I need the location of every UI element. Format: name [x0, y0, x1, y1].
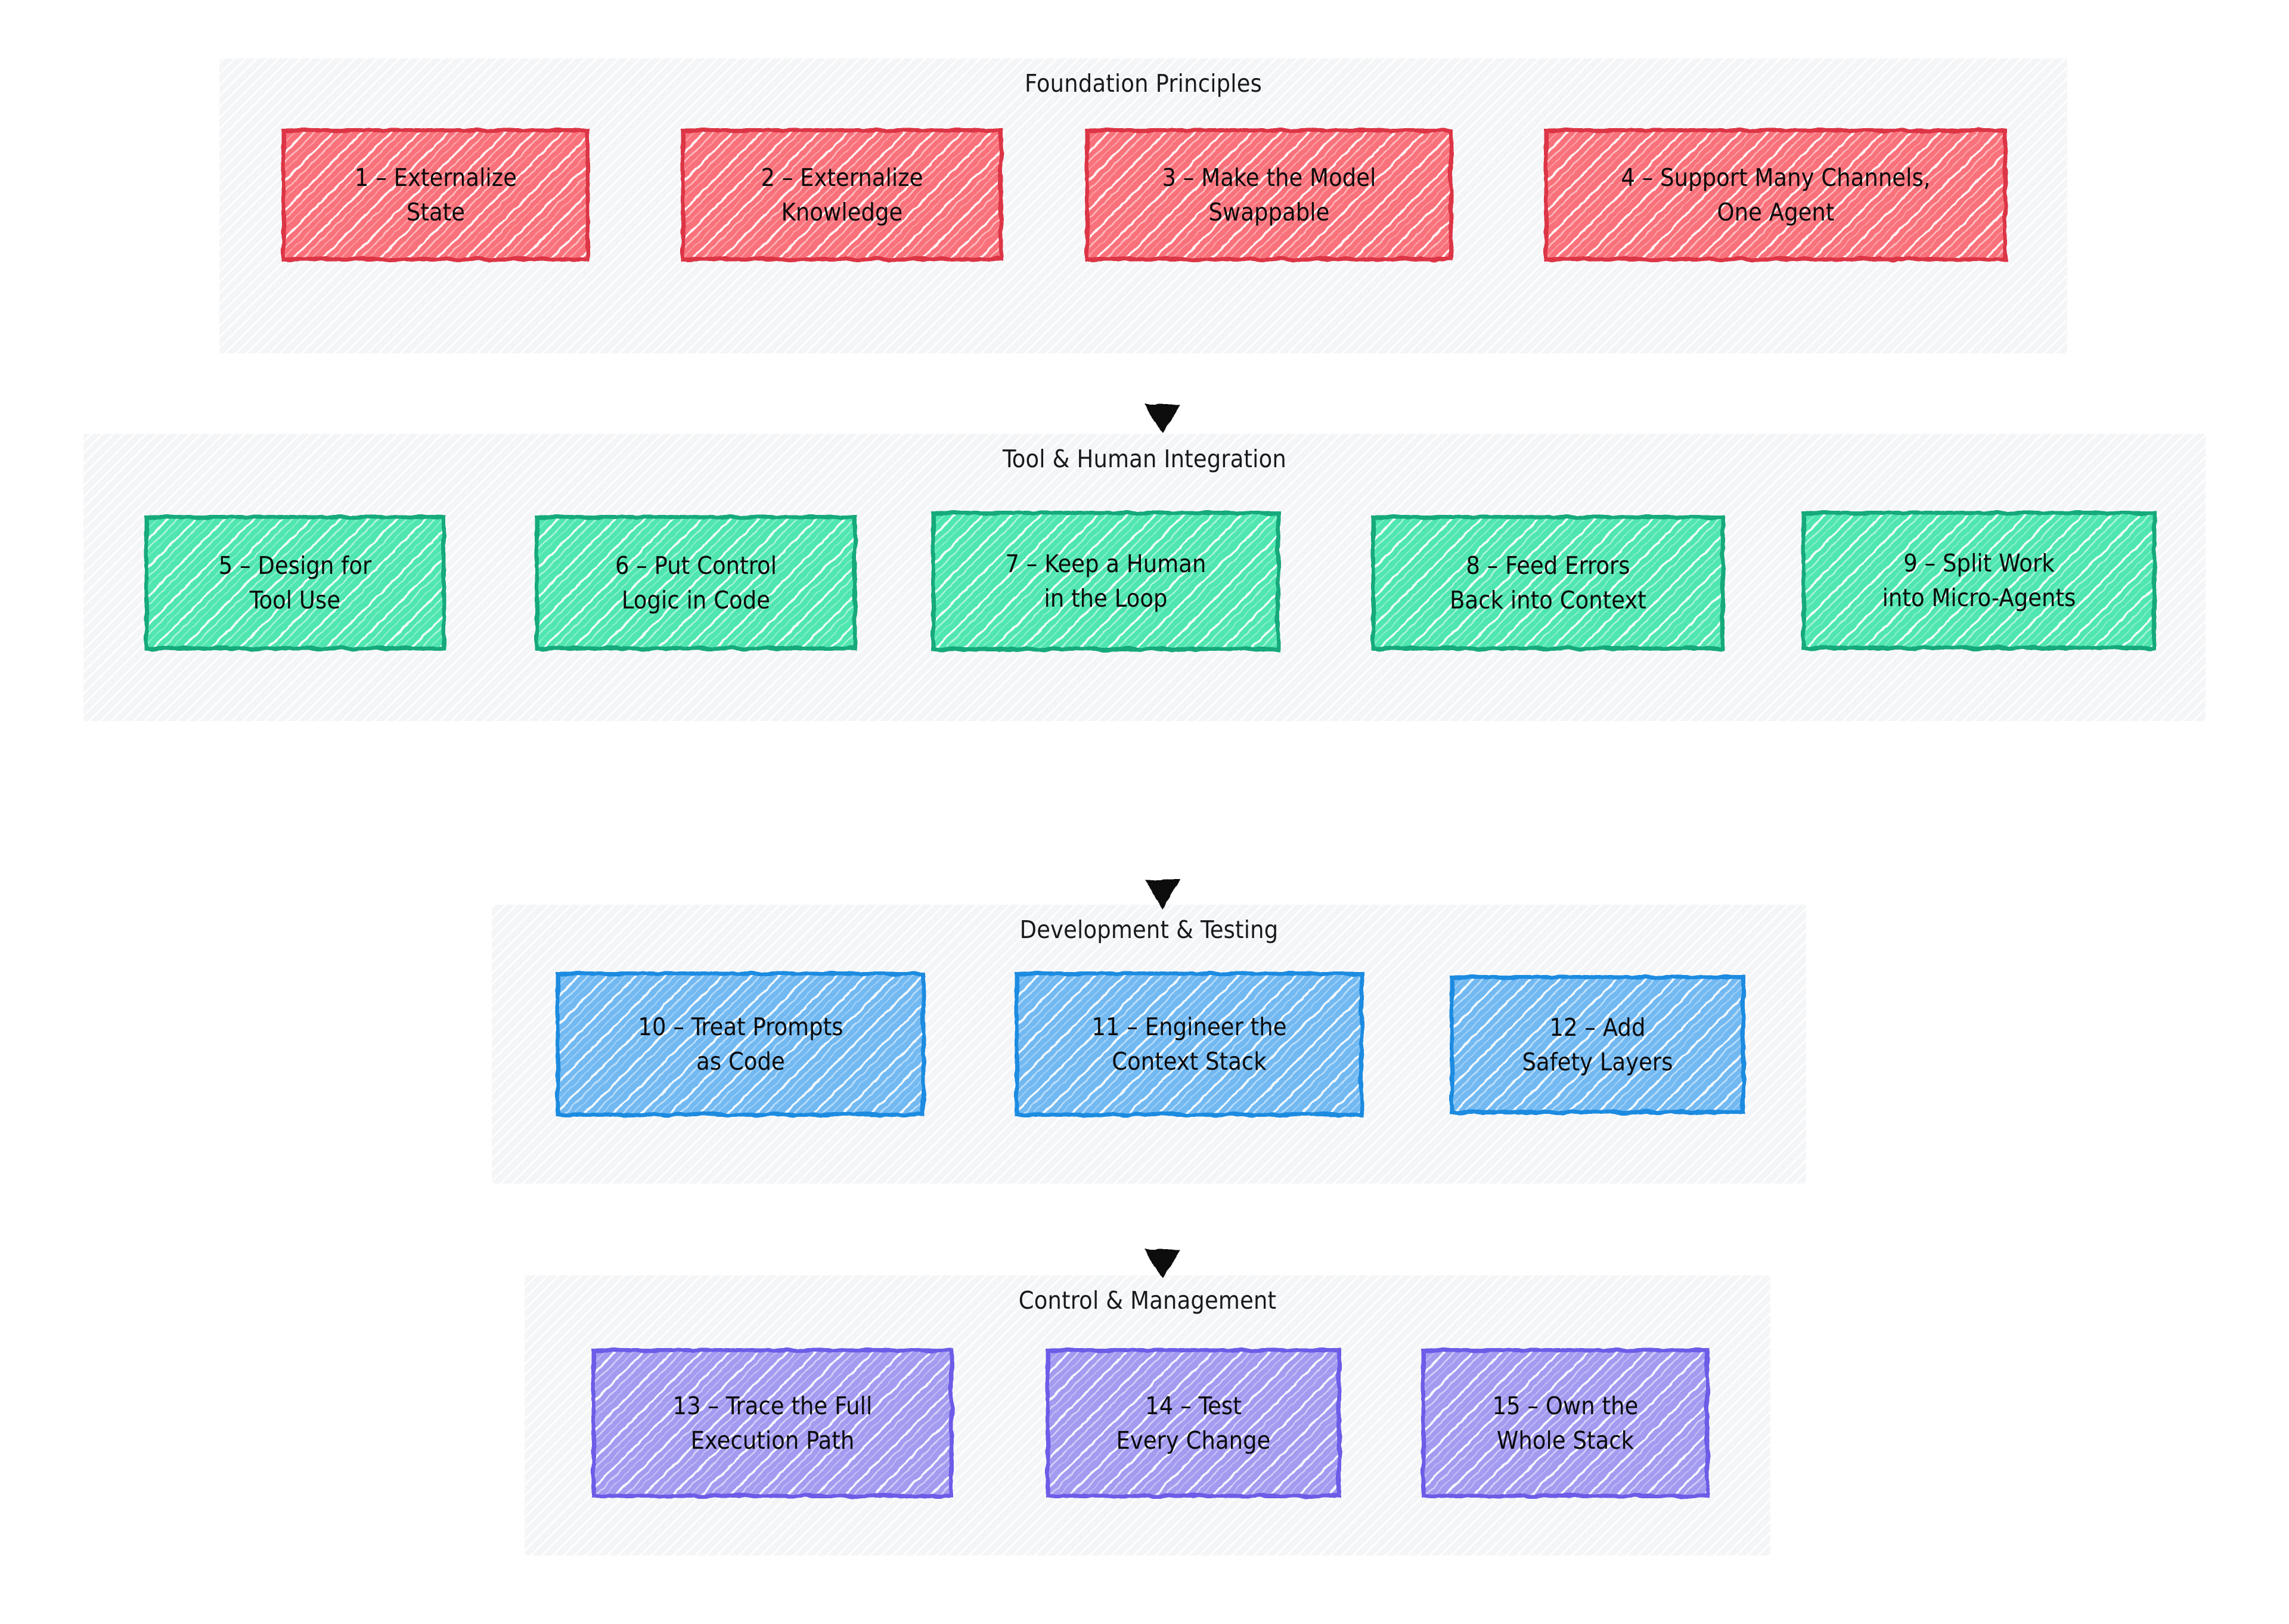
arrow-development-to-control	[1144, 1187, 1180, 1279]
node-13-shape	[591, 1348, 954, 1498]
node-1-label: 1 – Externalize State	[354, 163, 517, 226]
node-3[interactable]: 3 – Make the Model Swappable	[1084, 127, 1454, 263]
node-12-label: 12 – Add Safety Layers	[1522, 1013, 1673, 1076]
subgraph-title-control-management: Control & Management	[1018, 1286, 1277, 1315]
node-2-label: 2 – Externalize Knowledge	[761, 163, 923, 226]
node-4-shape	[1544, 128, 2008, 262]
subgraph-title-tool-human: Tool & Human Integration	[1003, 445, 1286, 473]
node-10-label: 10 – Treat Prompts as Code	[638, 1012, 843, 1076]
node-11-label: 11 – Engineer the Context Stack	[1091, 1012, 1287, 1076]
node-14-shape	[1046, 1348, 1341, 1498]
node-8[interactable]: 8 – Feed Errors Back into Context	[1370, 514, 1726, 652]
node-9[interactable]: 9 – Split Work into Micro-Agents	[1800, 510, 2158, 651]
node-11-shape	[1015, 971, 1364, 1117]
node-9-label: 9 – Split Work into Micro-Agents	[1882, 548, 2076, 612]
arrow-foundation-to-tool-human	[1144, 342, 1180, 434]
node-2[interactable]: 2 – Externalize Knowledge	[680, 127, 1004, 263]
node-13-label: 13 – Trace the Full Execution Path	[672, 1391, 873, 1455]
node-7-label: 7 – Keep a Human in the Loop	[1005, 549, 1206, 613]
node-14[interactable]: 14 – Test Every Change	[1044, 1347, 1342, 1499]
node-13[interactable]: 13 – Trace the Full Execution Path	[590, 1347, 955, 1499]
node-8-shape	[1371, 515, 1725, 651]
node-12-shape	[1450, 975, 1745, 1114]
node-6-label: 6 – Put Control Logic in Code	[615, 551, 777, 614]
node-1-shape	[281, 128, 590, 262]
subgraph-title-foundation: Foundation Principles	[1024, 69, 1263, 98]
node-3-shape	[1085, 128, 1453, 262]
node-8-label: 8 – Feed Errors Back into Context	[1450, 551, 1646, 614]
node-2-shape	[681, 128, 1003, 262]
node-5-label: 5 – Design for Tool Use	[218, 551, 372, 614]
node-11[interactable]: 11 – Engineer the Context Stack	[1013, 970, 1365, 1118]
node-12[interactable]: 12 – Add Safety Layers	[1449, 974, 1747, 1116]
node-4-label: 4 – Support Many Channels, One Agent	[1621, 163, 1931, 226]
node-15[interactable]: 15 – Own the Whole Stack	[1420, 1347, 1711, 1499]
node-3-label: 3 – Make the Model Swappable	[1162, 163, 1376, 226]
node-5-shape	[144, 515, 446, 651]
node-4[interactable]: 4 – Support Many Channels, One Agent	[1543, 127, 2009, 263]
node-10[interactable]: 10 – Treat Prompts as Code	[554, 970, 927, 1118]
node-7[interactable]: 7 – Keep a Human in the Loop	[930, 510, 1282, 653]
node-14-label: 14 – Test Every Change	[1116, 1391, 1271, 1455]
node-5[interactable]: 5 – Design for Tool Use	[143, 514, 447, 652]
node-15-shape	[1421, 1348, 1710, 1498]
node-15-label: 15 – Own the Whole Stack	[1492, 1391, 1639, 1455]
node-1[interactable]: 1 – Externalize State	[280, 127, 591, 263]
arrow-tool-human-to-development	[1144, 710, 1180, 909]
subgraph-title-development-testing: Development & Testing	[1019, 915, 1279, 944]
node-10-shape	[556, 971, 926, 1117]
node-6[interactable]: 6 – Put Control Logic in Code	[534, 514, 858, 652]
node-9-shape	[1801, 511, 2157, 650]
node-7-shape	[931, 511, 1280, 651]
node-6-shape	[535, 515, 857, 651]
